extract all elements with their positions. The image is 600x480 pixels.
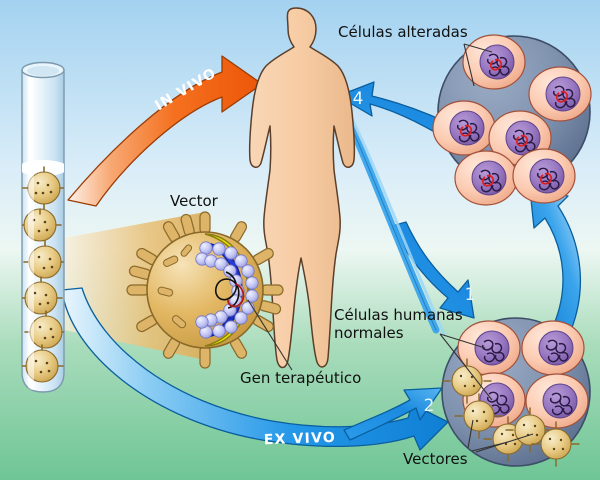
arrow-ex-vivo-label: EX VIVO — [264, 430, 337, 449]
human-body-figure — [248, 7, 356, 369]
arrow-step-1-number: 1 — [465, 285, 476, 305]
arrow-step-2[interactable]: 2 — [343, 387, 443, 441]
label-celulas-humanas-normales-line2: normales — [334, 324, 404, 342]
vector-magnified — [126, 211, 284, 369]
altered-cell — [432, 100, 496, 156]
cell-cluster-altered — [432, 34, 592, 206]
arrow-ex-vivo[interactable]: EX VIVO — [61, 287, 449, 451]
altered-cell — [454, 150, 518, 206]
altered-cell — [528, 66, 592, 122]
label-gen-terapeutico: Gen terapéutico — [240, 369, 361, 387]
normal-cell — [525, 373, 589, 429]
arrow-step-4-number: 4 — [353, 89, 364, 109]
label-vectores: Vectores — [403, 450, 468, 468]
leader-lines — [247, 43, 534, 453]
label-vector: Vector — [170, 192, 219, 210]
label-celulas-humanas-normales-line1: Células humanas — [334, 306, 463, 324]
test-tube — [21, 61, 65, 393]
label-celulas-alteradas: Células alteradas — [338, 23, 468, 41]
altered-cell — [512, 148, 576, 204]
arrow-step-4[interactable]: 4 — [337, 81, 447, 135]
arrow-step-2-number: 2 — [424, 396, 435, 416]
normal-cell — [521, 320, 585, 376]
cell-cluster-normal — [441, 317, 591, 467]
normal-cell — [457, 320, 521, 376]
